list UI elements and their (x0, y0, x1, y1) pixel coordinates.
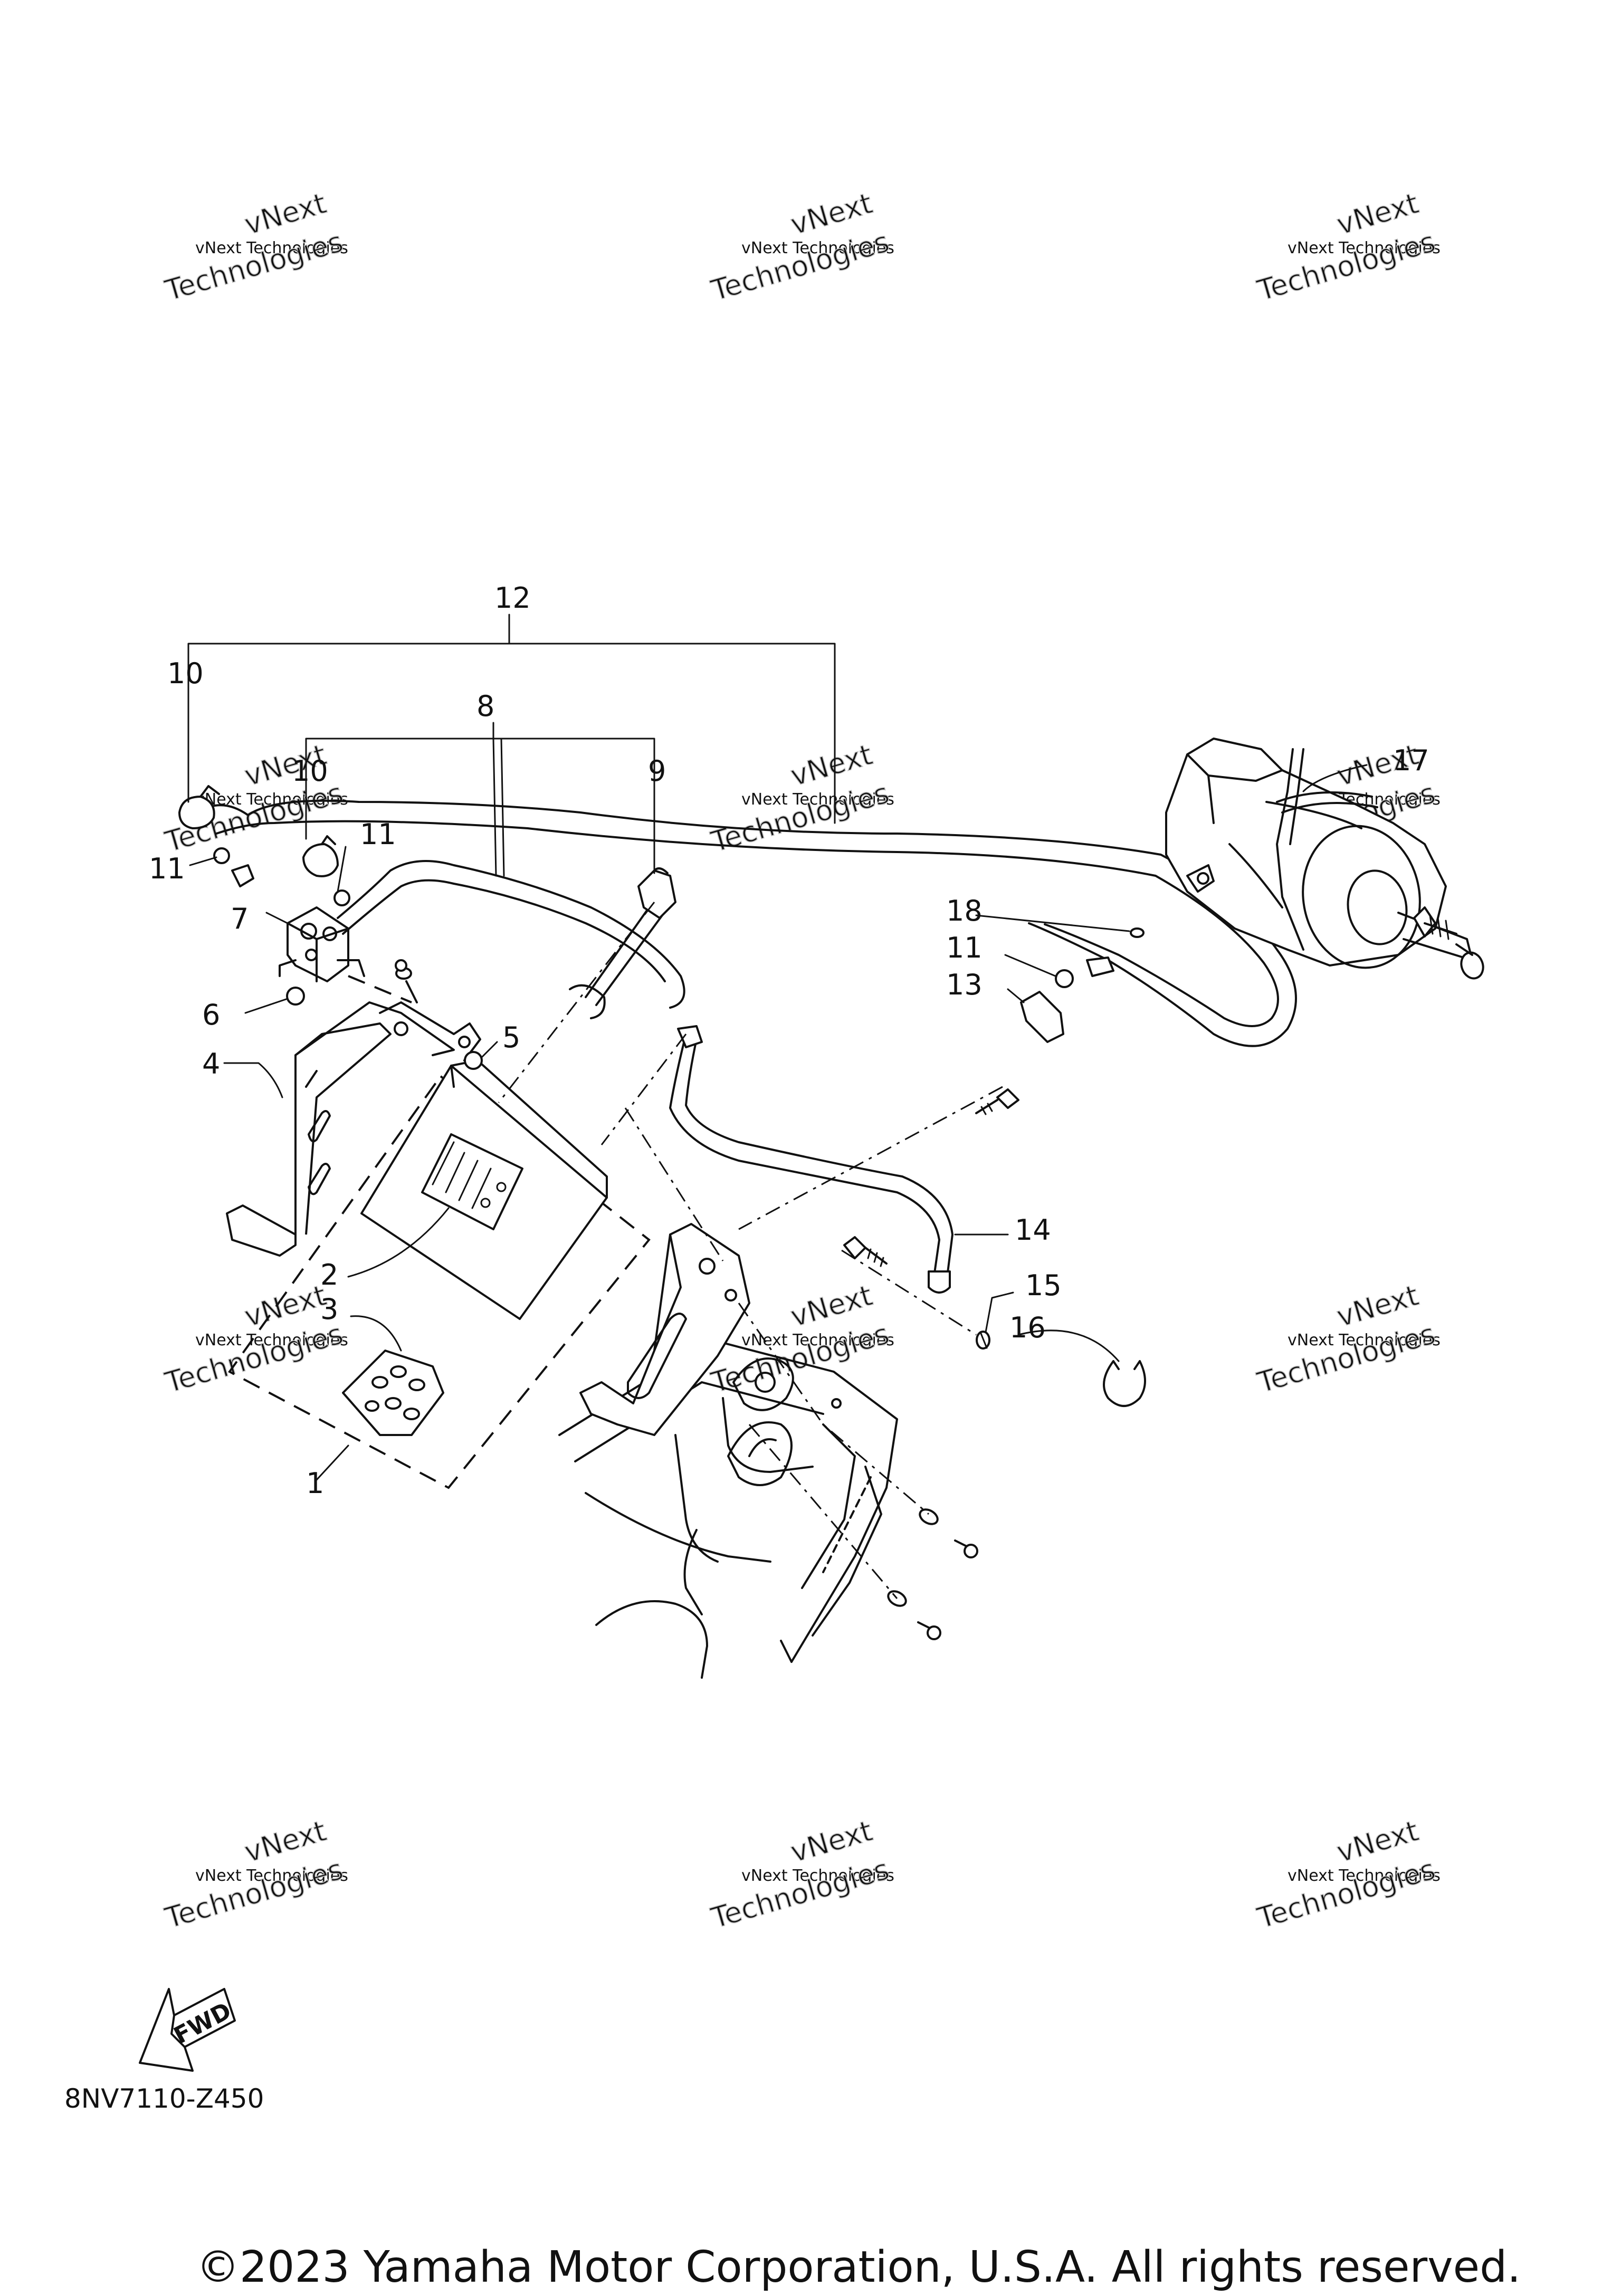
small-fasteners (286, 959, 483, 1070)
terminal-caps (178, 785, 1114, 988)
callout-3: 3 (320, 1293, 338, 1326)
callout-16: 16 (1009, 1311, 1046, 1344)
nut-6 (286, 987, 305, 1006)
bolt-upper (975, 1088, 1019, 1115)
callout-1: 1 (306, 1467, 324, 1500)
diagram-code: 8NV7110-Z450 (64, 2083, 264, 2114)
callout-9: 9 (648, 754, 666, 788)
callout-10: 10 (167, 657, 204, 690)
watermark-text: vNext Technologies (741, 1331, 894, 1350)
battery-bracket-plate (579, 1223, 750, 1436)
terminal-cover-10-left (178, 796, 215, 829)
relay-bracket (226, 1001, 481, 1257)
watermark-bottom-right: vNext Technologies vNext Technologies (1253, 1814, 1441, 1936)
battery-cables (197, 799, 1297, 1294)
callout-4: 4 (202, 1047, 220, 1080)
callout-8: 8 (476, 690, 494, 723)
callout-18: 18 (946, 894, 983, 927)
battery-pad (342, 1350, 444, 1436)
nut-5 (464, 1051, 483, 1070)
lock-washer-15 (976, 1331, 990, 1350)
nut-11-mid (333, 889, 350, 906)
callout-7: 7 (231, 902, 249, 935)
copyright-notice: ©2023 Yamaha Motor Corporation, U.S.A. A… (196, 2242, 1521, 2292)
callout-14: 14 (1015, 1213, 1051, 1247)
watermark-text: vNext Technologies (1288, 239, 1441, 257)
leader-lines (187, 614, 1368, 1599)
washer-18 (1130, 927, 1145, 938)
callout-labels: 12 10 8 10 9 17 11 11 7 18 11 13 6 5 4 1… (149, 581, 1429, 1500)
hull-section (558, 1339, 978, 1679)
watermark-text: vNext Technologies (741, 790, 894, 809)
battery (360, 1065, 608, 1320)
callout-15: 15 (1025, 1269, 1062, 1302)
battery-label (421, 1133, 523, 1230)
watermark-bottom-center: vNext Technologies vNext Technologies (707, 1814, 894, 1936)
watermark-text: vNext Technologies (195, 239, 348, 257)
starter-relay (279, 906, 412, 1003)
watermark-lower-right: vNext Technologies vNext Technologies (1253, 1278, 1441, 1400)
ground-bolt (843, 1236, 888, 1267)
watermark-bottom-left: vNext Technologies vNext Technologies (160, 1814, 348, 1936)
nut-11-right (1055, 969, 1074, 988)
callout-11: 11 (360, 818, 396, 851)
watermark-text: vNext Technologies (195, 1867, 348, 1885)
callout-12: 12 (494, 581, 531, 615)
watermark-text: vNext Technologies (1288, 1867, 1441, 1885)
watermark-top-right: vNext Technologies vNext Technologies (1253, 186, 1441, 308)
terminal-cover-10-right (302, 843, 339, 877)
terminal-cover-9 (637, 869, 676, 919)
watermark-text: vNext Technologies (741, 239, 894, 257)
watermark-mid-center: vNext Technologies vNext Technologies (707, 738, 894, 859)
callout-5: 5 (502, 1021, 520, 1054)
callout-2: 2 (320, 1258, 338, 1292)
callout-13: 13 (946, 968, 983, 1001)
watermark-text: vNext Technologies (1288, 1331, 1441, 1350)
callout-10: 10 (292, 754, 328, 788)
callout-6: 6 (202, 998, 220, 1031)
battery-assembly (228, 1059, 651, 1489)
watermark-top-left: vNext Technologies vNext Technologies (160, 186, 348, 308)
watermark-top-center: vNext Technologies vNext Technologies (707, 186, 894, 308)
nut-11-left (213, 847, 230, 864)
watermark-text: vNext Technologies (195, 1331, 348, 1350)
terminal-cover-13 (1020, 991, 1064, 1043)
fwd-arrow-icon: FWD (139, 1988, 236, 2072)
spring-clip (1103, 1360, 1146, 1407)
watermark-text: vNext Technologies (741, 1867, 894, 1885)
starter-motor (1165, 738, 1484, 980)
callout-11: 11 (149, 852, 185, 885)
callout-11: 11 (946, 931, 983, 964)
callout-17: 17 (1393, 744, 1429, 777)
